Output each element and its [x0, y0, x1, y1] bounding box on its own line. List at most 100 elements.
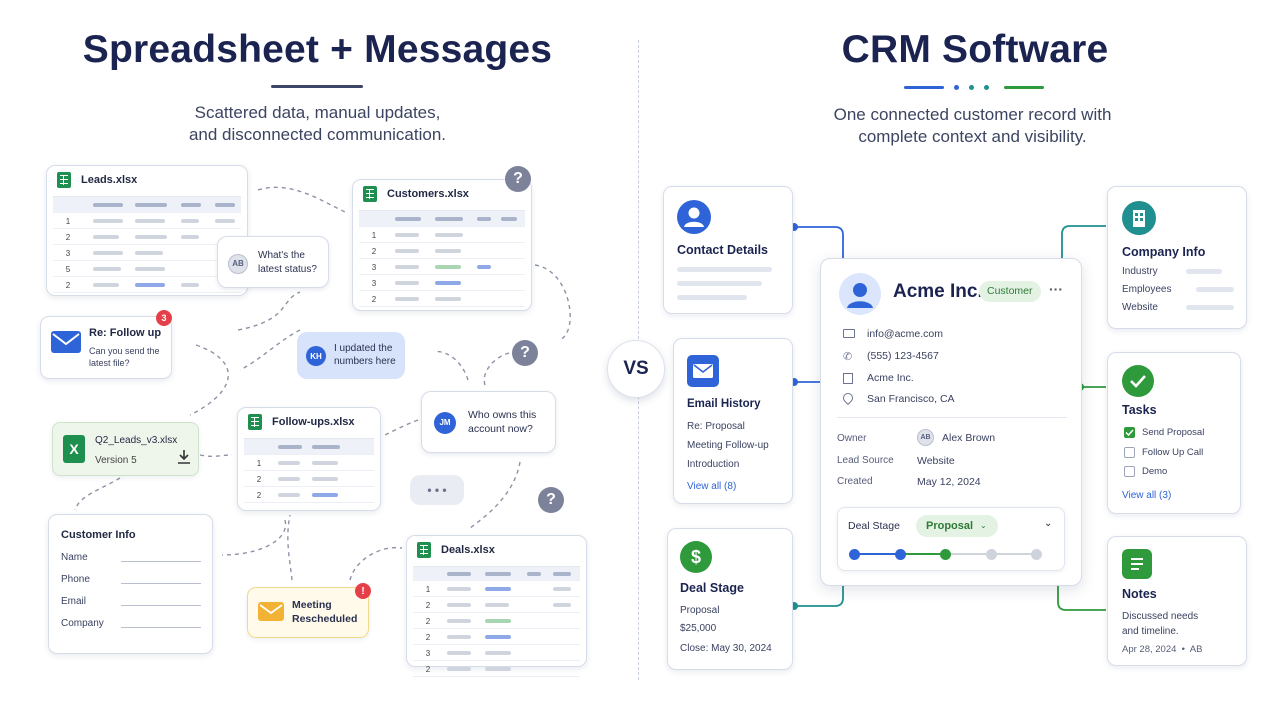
note-line: Discussed needs [1122, 611, 1199, 622]
stage-step[interactable] [849, 549, 860, 560]
leads-spreadsheet[interactable]: Leads.xlsx 1 2 3 5 2 [46, 165, 248, 296]
view-all-emails-link[interactable]: View all (8) [687, 481, 737, 492]
field-line[interactable] [121, 605, 201, 606]
stage-step[interactable] [1031, 549, 1042, 560]
field-label-name: Name [61, 552, 88, 563]
stage-step[interactable] [895, 549, 906, 560]
customer-record-card[interactable]: Acme Inc. Customer ··· info@acme.com ✆ (… [820, 258, 1082, 586]
email-subject: Re: Follow up [89, 327, 162, 339]
chevron-down-icon: ⌄ [980, 521, 987, 530]
row-number: 2 [256, 491, 262, 500]
placeholder-line [1196, 287, 1234, 292]
collapse-chevron-icon[interactable]: ⌄ [1044, 518, 1053, 529]
left-subtitle-line1: Scattered data, manual updates, [194, 103, 441, 122]
leads-header: Leads.xlsx [47, 166, 247, 194]
stage-step[interactable] [940, 549, 951, 560]
field-line[interactable] [121, 627, 201, 628]
created-value: May 12, 2024 [917, 476, 981, 488]
arrow-email-file [189, 344, 229, 416]
notes-icon [1122, 549, 1152, 579]
email-history-item[interactable]: Introduction [687, 459, 740, 470]
record-phone[interactable]: (555) 123-4567 [867, 350, 939, 362]
avatar: AB [228, 254, 248, 274]
sheet-icon [57, 172, 71, 188]
deals-filename: Deals.xlsx [441, 544, 495, 556]
right-subtitle-line2: complete context and visibility. [858, 127, 1087, 146]
deal-close-date: Close: May 30, 2024 [680, 643, 772, 654]
question-icon: ? [512, 340, 538, 366]
field-label-email: Email [61, 596, 87, 607]
chat-updated-bubble: KH I updated the numbers here [297, 332, 405, 379]
task-label: Demo [1142, 466, 1168, 477]
avatar: JM [434, 412, 456, 434]
vs-badge: VS [607, 340, 665, 398]
download-icon[interactable] [177, 449, 191, 465]
deal-stage-panel[interactable]: Deal Stage Proposal ⌄ ⌄ [837, 507, 1065, 571]
chat-status-text: What's the latest status? [258, 249, 317, 277]
row-number: 2 [425, 601, 431, 610]
arrow-meeting-deals [349, 546, 403, 581]
arrow-customers-q [534, 264, 571, 341]
mail-icon [51, 331, 81, 353]
record-email[interactable]: info@acme.com [867, 328, 944, 340]
left-subtitle-line2: and disconnected communication. [188, 125, 447, 144]
stage-progress-green [900, 553, 946, 555]
owner-value: Alex Brown [942, 432, 996, 444]
notes-card[interactable]: Notes Discussed needs and timeline. Apr … [1107, 536, 1247, 666]
employees-label: Employees [1122, 284, 1172, 295]
more-options-icon[interactable]: ··· [1049, 281, 1063, 297]
email-line: latest file? [89, 358, 130, 368]
stage-step[interactable] [986, 549, 997, 560]
left-title: Spreadsheet + Messages [82, 28, 553, 71]
mail-icon [258, 602, 284, 621]
tasks-card[interactable]: Tasks Send Proposal Follow Up Call Demo … [1107, 352, 1241, 514]
customers-header: Customers.xlsx [353, 180, 531, 208]
meeting-line: Rescheduled [292, 613, 358, 625]
deals-spreadsheet[interactable]: Deals.xlsx 1 2 2 2 3 2 [406, 535, 587, 677]
owner-label: Owner [837, 433, 867, 444]
file-q2-leads[interactable]: X Q2_Leads_v3.xlsx Version 5 [52, 422, 199, 476]
email-history-item[interactable]: Re: Proposal [687, 421, 745, 432]
deal-amount: $25,000 [680, 623, 717, 634]
note-meta: Apr 28, 2024 • AB [1122, 644, 1203, 655]
customer-info-title: Customer Info [61, 529, 136, 541]
row-number: 2 [371, 247, 377, 256]
deal-stage-label: Deal Stage [848, 520, 900, 532]
left-subtitle: Scattered data, manual updates, and disc… [120, 102, 515, 146]
company-info-card[interactable]: Company Info Industry Employees Website [1107, 186, 1247, 329]
sheet-icon [363, 186, 377, 202]
email-followup-card[interactable]: Re: Follow up Can you send the latest fi… [40, 316, 172, 379]
notes-title: Notes [1122, 587, 1157, 601]
record-location: San Francisco, CA [867, 393, 955, 405]
deal-stage-card[interactable]: $ Deal Stage Proposal $25,000 Close: May… [667, 528, 793, 670]
placeholder-line [1186, 305, 1234, 310]
field-line[interactable] [121, 583, 201, 584]
customers-spreadsheet[interactable]: Customers.xlsx 1 2 3 3 2 [352, 179, 532, 311]
placeholder-line [677, 281, 762, 286]
email-history-item[interactable]: Meeting Follow-up [687, 440, 769, 451]
placeholder-line [1186, 269, 1222, 274]
followups-spreadsheet[interactable]: Follow-ups.xlsx 1 2 2 [237, 407, 381, 511]
checkbox[interactable] [1124, 447, 1135, 458]
deal-stage-dropdown[interactable]: Proposal ⌄ [916, 515, 998, 537]
email-history-card[interactable]: Email History Re: Proposal Meeting Follo… [673, 338, 793, 504]
unread-badge: 3 [156, 310, 172, 326]
arrow-meeting-followups [287, 514, 293, 581]
view-all-tasks-link[interactable]: View all (3) [1122, 490, 1172, 501]
field-line[interactable] [121, 561, 201, 562]
sheet-icon [248, 414, 262, 430]
checkbox-checked[interactable] [1124, 427, 1135, 438]
contact-details-title: Contact Details [677, 243, 768, 257]
contact-details-card[interactable]: Contact Details [663, 186, 793, 314]
row-number: 5 [65, 265, 71, 274]
row-number: 2 [425, 617, 431, 626]
checkbox[interactable] [1124, 466, 1135, 477]
owner-avatar: AB [917, 429, 934, 446]
meeting-rescheduled-card[interactable]: Meeting Rescheduled [247, 587, 369, 638]
chat-updated-text: I updated the numbers here [334, 342, 396, 368]
row-number: 3 [425, 649, 431, 658]
record-divider [837, 417, 1067, 418]
deal-stage-selected: Proposal [926, 520, 974, 532]
deal-stage-card-title: Deal Stage [680, 581, 744, 595]
arrow-followups-info [221, 519, 287, 556]
